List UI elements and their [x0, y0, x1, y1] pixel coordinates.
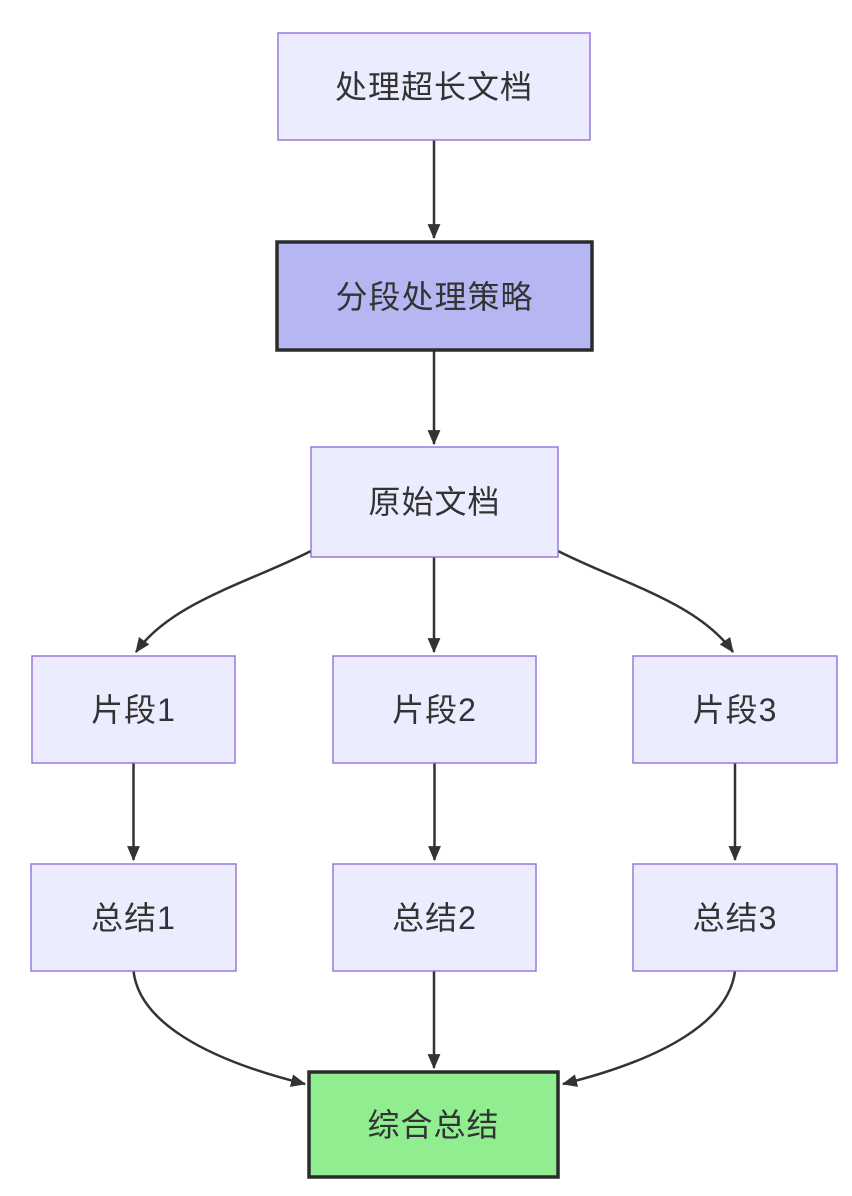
node-fragment3-label: 片段3 [693, 692, 778, 728]
node-summary1-box [30, 863, 237, 972]
node-summary3: 总结3 [632, 863, 838, 972]
node-fragment1: 片段1 [31, 655, 236, 764]
node-summary2-label: 总结2 [392, 900, 477, 936]
node-original: 原始文档 [310, 446, 559, 558]
node-fragment1-box [31, 655, 236, 764]
node-process-box [277, 32, 591, 141]
edge-original-to-fragment1 [134, 549, 312, 653]
node-fragment3-box [632, 655, 838, 764]
node-final-box [307, 1070, 560, 1179]
node-fragment3: 片段3 [632, 655, 838, 764]
edge-summary1-to-final [132, 970, 307, 1087]
node-summary2-box [332, 863, 537, 972]
node-original-label: 原始文档 [368, 484, 500, 520]
edges-layer [127, 140, 742, 1087]
node-fragment1-label: 片段1 [91, 692, 176, 728]
node-process: 处理超长文档 [277, 32, 591, 141]
edge-original-to-fragment3 [557, 549, 735, 653]
node-fragment2-box [332, 655, 537, 764]
node-fragment2-label: 片段2 [392, 692, 477, 728]
node-summary1: 总结1 [30, 863, 237, 972]
node-final: 综合总结 [307, 1070, 560, 1179]
node-strategy: 分段处理策略 [275, 240, 594, 352]
node-summary2: 总结2 [332, 863, 537, 972]
node-strategy-label: 分段处理策略 [335, 279, 533, 315]
node-summary1-label: 总结1 [91, 900, 176, 936]
edge-summary3-to-final [561, 970, 737, 1087]
node-final-label: 综合总结 [367, 1107, 499, 1143]
node-original-box [310, 446, 559, 558]
node-fragment2: 片段2 [332, 655, 537, 764]
node-process-label: 处理超长文档 [335, 69, 533, 105]
node-summary3-box [632, 863, 838, 972]
node-strategy-box [275, 240, 594, 352]
nodes-layer: 处理超长文档 分段处理策略 原始文档 片段1 片段2 片段3 [30, 32, 838, 1179]
node-summary3-label: 总结3 [693, 900, 778, 936]
